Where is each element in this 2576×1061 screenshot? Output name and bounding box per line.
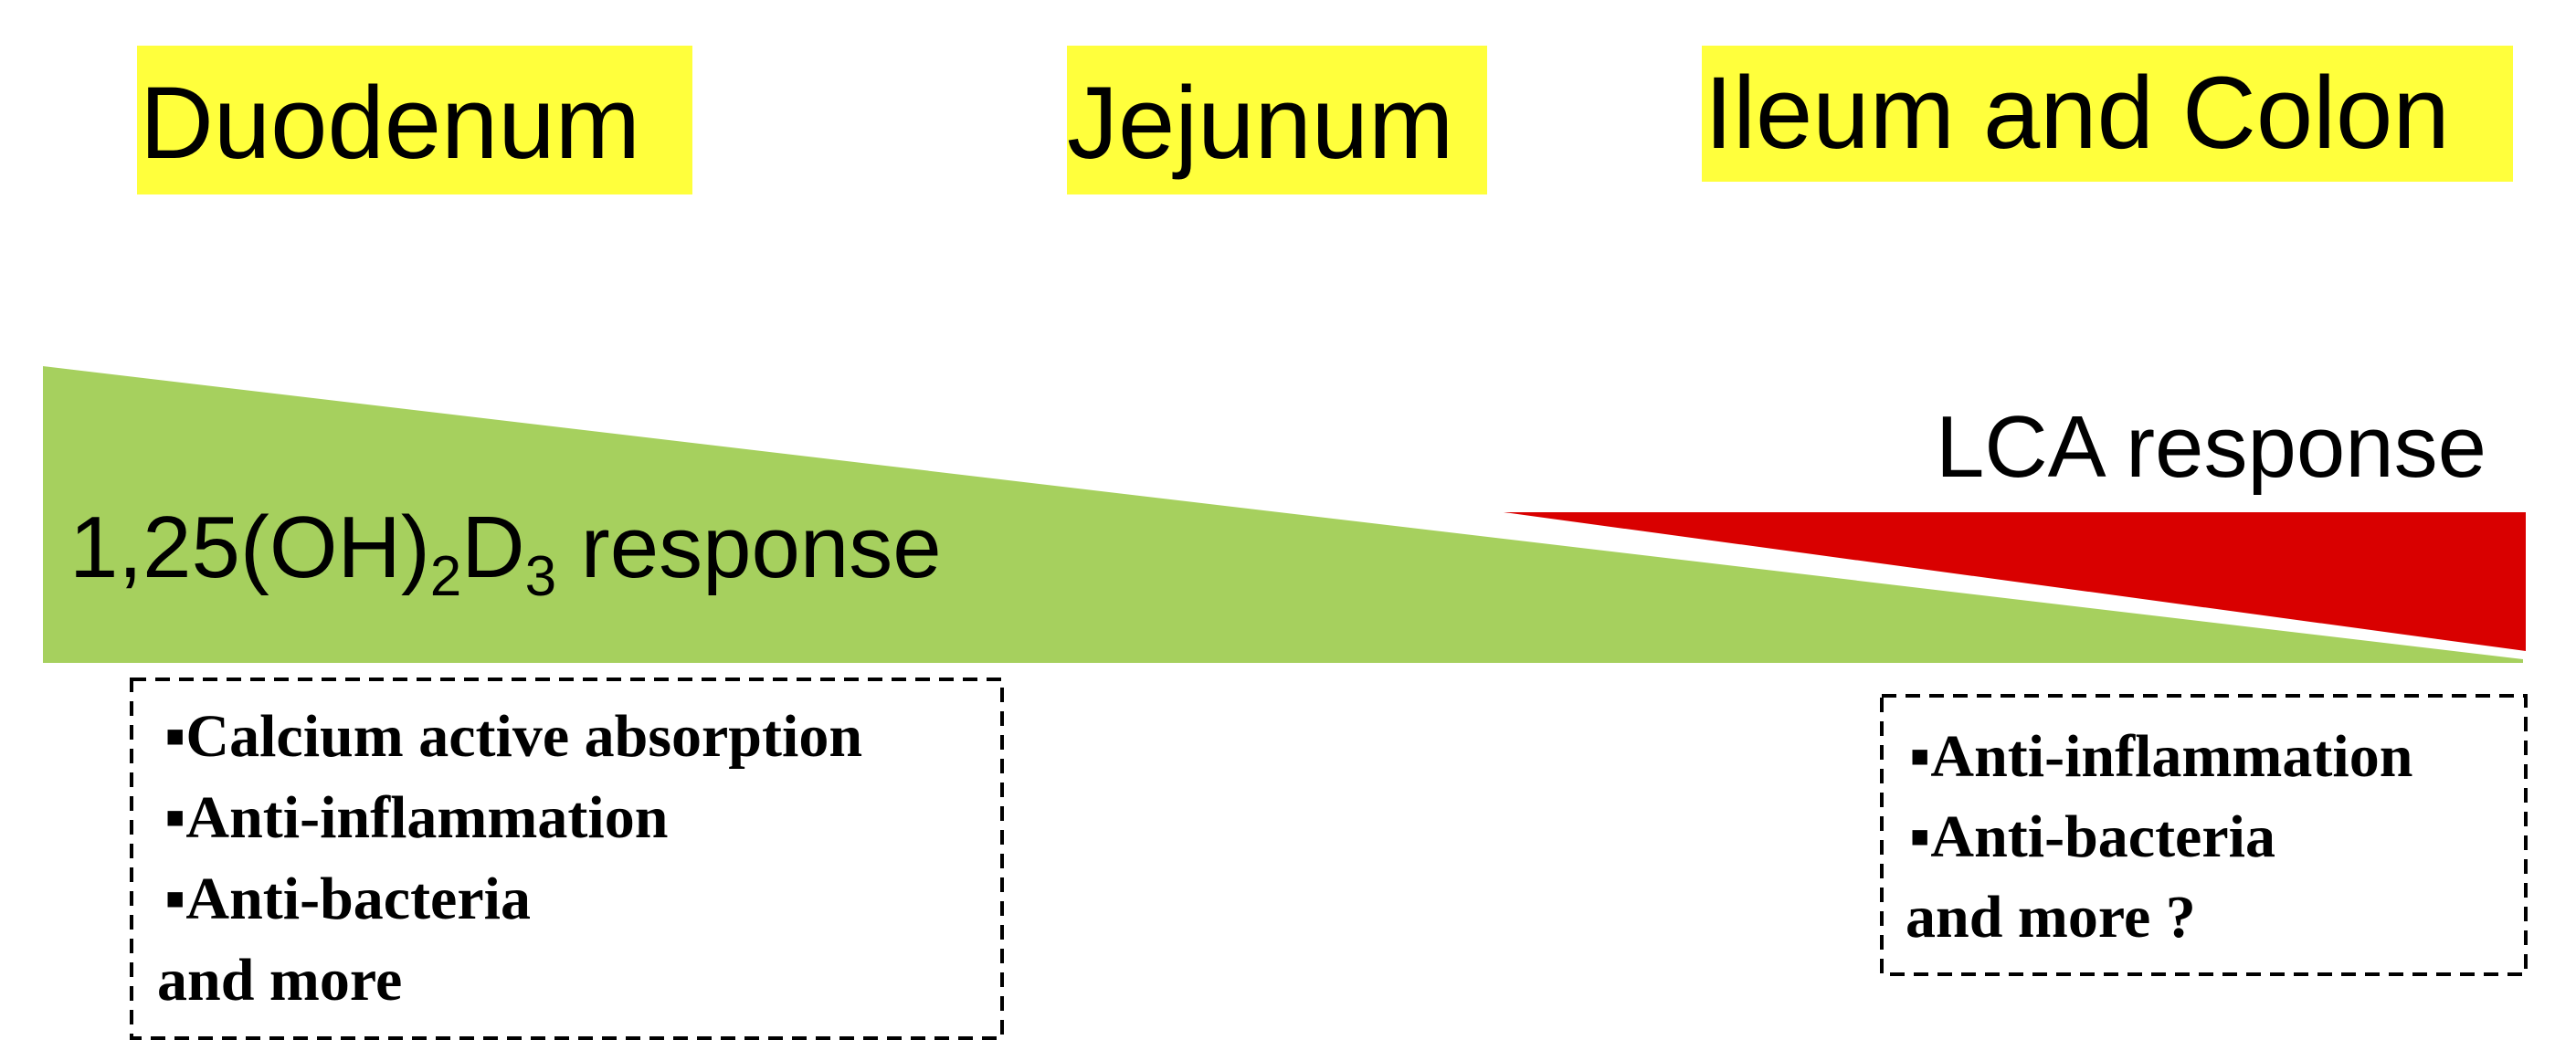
vitd-response-label: 1,25(OH)2D3 response: [69, 499, 942, 608]
vitd-effects-box: ▪Calcium active absorption ▪Anti-inflamm…: [130, 678, 1004, 1040]
list-item: ▪Calcium active absorption: [164, 703, 862, 770]
list-item: ▪Anti-inflammation: [1909, 723, 2412, 790]
region-label-jejunum: Jejunum: [1067, 46, 1487, 194]
more-text: and more: [157, 947, 402, 1014]
svg-text:Jejunum: Jejunum: [1067, 66, 1453, 180]
svg-text:Ileum and Colon: Ileum and Colon: [1705, 56, 2450, 170]
lca-response-gradient: [1504, 512, 2526, 651]
list-item: ▪Anti-bacteria: [1909, 804, 2275, 870]
more-text: and more ?: [1906, 884, 2196, 951]
lca-effects-box: ▪Anti-inflammation ▪Anti-bacteria and mo…: [1880, 694, 2528, 976]
vitd-response-gradient: [43, 366, 2523, 663]
list-item: ▪Anti-inflammation: [164, 784, 668, 851]
list-item: ▪Anti-bacteria: [164, 866, 531, 932]
lca-response-label: LCA response: [1936, 398, 2486, 496]
region-label-duodenum: Duodenum: [137, 46, 692, 194]
svg-text:Duodenum: Duodenum: [140, 66, 640, 180]
region-label-ileum-colon: Ileum and Colon: [1702, 46, 2513, 182]
